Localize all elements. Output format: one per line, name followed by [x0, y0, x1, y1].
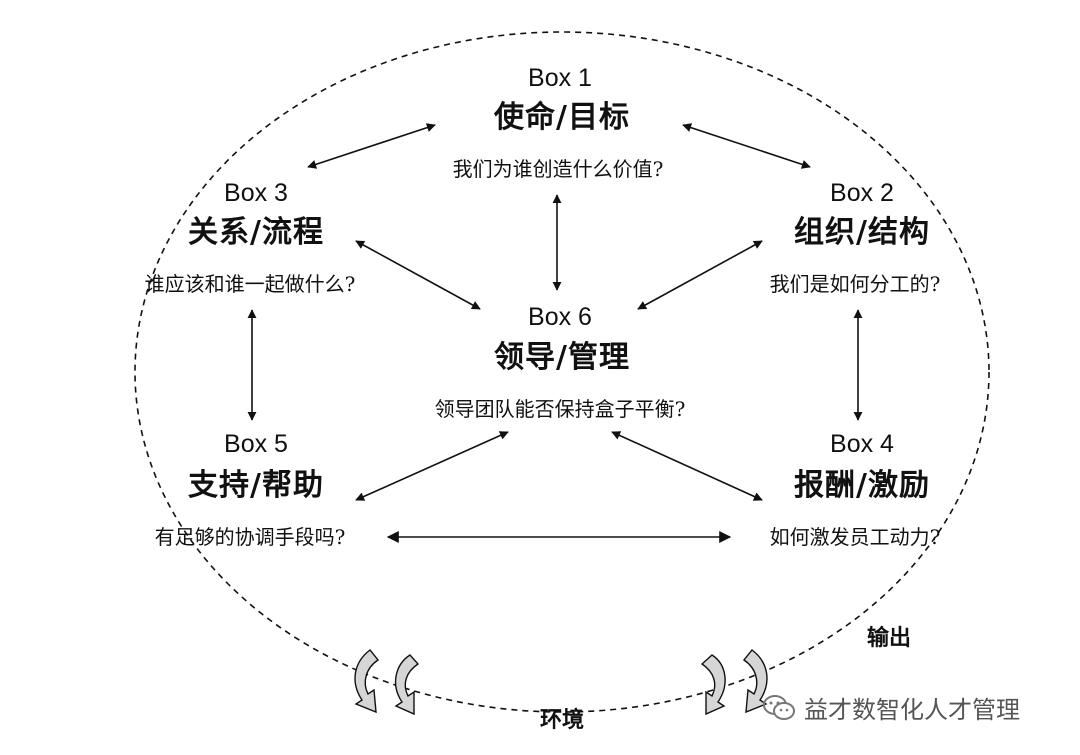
box2-number: Box 2 — [830, 179, 894, 207]
box1-title: 使命/目标 — [494, 100, 630, 135]
environment-boundary — [134, 31, 990, 713]
output-label: 输出 — [866, 626, 912, 651]
environment-label: 环境 — [539, 708, 585, 733]
box6-title: 领导/管理 — [494, 340, 630, 375]
box4-number: Box 4 — [830, 430, 894, 458]
box3-number: Box 3 — [224, 179, 288, 207]
box2-title: 组织/结构 — [794, 215, 930, 250]
box6-number: Box 6 — [528, 303, 592, 331]
arrow-box6-box4 — [611, 431, 763, 501]
box3-title: 关系/流程 — [188, 215, 324, 250]
box1-question: 我们为谁创造什么价值? — [452, 157, 664, 181]
box6-question: 领导团队能否保持盒子平衡? — [434, 397, 686, 421]
watermark: 益才数智化人才管理 — [762, 690, 1020, 725]
box2-question: 我们是如何分工的? — [769, 272, 941, 296]
box5-number: Box 5 — [224, 430, 288, 458]
box5-title: 支持/帮助 — [188, 468, 324, 503]
box5-question: 有足够的协调手段吗? — [154, 525, 346, 549]
box3-question: 谁应该和谁一起做什么? — [144, 272, 356, 296]
input-cycle-icon — [354, 649, 420, 716]
arrow-box2-box6 — [637, 240, 763, 310]
wechat-icon — [763, 694, 795, 720]
arrow-box6-box5 — [355, 431, 509, 501]
arrow-box1-box3 — [307, 123, 436, 169]
arrow-box3-box6 — [355, 240, 481, 310]
box4-title: 报酬/激励 — [794, 468, 930, 503]
output-cycle-icon — [700, 649, 768, 716]
box1-number: Box 1 — [528, 64, 592, 92]
box4-question: 如何激发员工动力? — [769, 525, 941, 549]
arrow-box1-box2 — [682, 123, 811, 169]
watermark-text: 益才数智化人才管理 — [804, 696, 1020, 724]
